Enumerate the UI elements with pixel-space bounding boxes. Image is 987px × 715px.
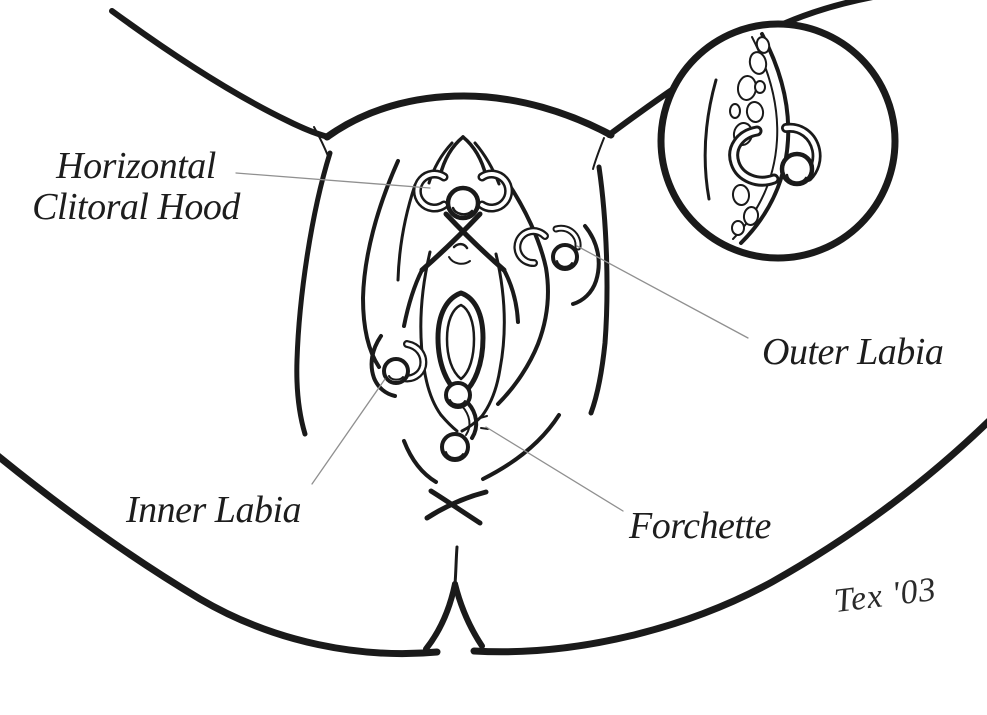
forchette-barbell-piercing — [440, 381, 489, 462]
top-bead-shading — [449, 399, 466, 406]
bead-shading — [388, 375, 404, 381]
label-horizontal-clitoral-hood: Horizontal Clitoral Hood — [14, 146, 258, 228]
strap-left-tail — [402, 268, 424, 328]
inset-circle — [657, 20, 899, 262]
label-line-2: Clitoral Hood — [32, 186, 240, 228]
vulva-drawing — [294, 135, 610, 526]
left-mound-contour — [294, 150, 333, 437]
inset-ring-bead — [779, 151, 815, 187]
right-buttock-curve — [470, 418, 987, 656]
barbell-top-bead — [444, 381, 472, 409]
leader-outer-labia — [576, 245, 749, 339]
leader-inner-labia — [311, 378, 386, 485]
anus-cross-mark-2 — [428, 488, 483, 526]
left-buttock-curve — [0, 453, 441, 658]
barbell-tick-marks — [479, 415, 489, 430]
left-thigh-crease — [313, 126, 329, 157]
ring-bead — [551, 243, 579, 271]
urethra-mark — [452, 242, 469, 250]
barbell-bottom-bead — [440, 432, 470, 462]
hood-outer-right — [473, 141, 501, 186]
inner-labia-right-converge — [460, 414, 484, 433]
inner-labia-left-converge — [439, 413, 459, 433]
inset-ring-arc-highlight — [731, 128, 777, 184]
ring-arc-highlight — [401, 342, 426, 381]
gluteal-cleft-stem — [453, 545, 459, 586]
right-mound-contour — [588, 164, 610, 416]
ring-right-arc-highlight — [480, 172, 511, 210]
inset-ring-piercing — [728, 122, 822, 187]
urethra-arc — [448, 256, 471, 265]
label-outer-labia: Outer Labia — [762, 331, 944, 373]
hood-outer-left — [427, 141, 454, 185]
hood-strap-right — [443, 211, 507, 273]
labia-fold-arc — [369, 334, 397, 398]
left-outer-labia-edge — [361, 159, 400, 369]
bottom-bead-shading — [445, 451, 464, 459]
label-inner-labia: Inner Labia — [126, 489, 302, 531]
inner-labia-right-squiggle — [480, 252, 506, 418]
right-outer-labia-edge — [496, 178, 550, 406]
left-fold-line — [396, 183, 417, 282]
hood-strap-left — [419, 211, 483, 273]
leader-forchette — [485, 426, 624, 512]
ring-back-arc-highlight — [554, 226, 580, 249]
label-line-1: Horizontal — [56, 145, 216, 187]
gluteal-cleft-left — [423, 581, 458, 652]
perineum-crease-right — [481, 413, 561, 481]
leader-lines — [235, 172, 749, 512]
outer-labia-ring-piercing — [513, 224, 601, 306]
ring-arc-highlight — [515, 229, 547, 265]
tissue-inner-arc — [703, 78, 718, 201]
gluteal-cleft-right — [452, 581, 485, 649]
magnified-detail-inset — [657, 20, 899, 262]
leader-clitoral-hood — [235, 172, 431, 189]
body-outline — [0, 0, 987, 658]
inset-bead-shading — [785, 173, 808, 184]
barbell-bar-outer — [466, 401, 479, 440]
labia-fold-arc — [571, 224, 601, 306]
left-thigh-line — [109, 8, 331, 140]
right-thigh-crease — [592, 137, 605, 170]
strap-right-tail — [502, 268, 520, 324]
clitoral-hood-ring-piercing — [402, 169, 520, 328]
ring-left-arc-highlight — [415, 172, 446, 210]
perineum-crease-left — [402, 439, 438, 484]
bead-shading — [556, 260, 573, 268]
mons-top-curve — [323, 92, 615, 141]
tissue-edge-outer — [739, 32, 791, 245]
barbell-bar-inner — [461, 405, 471, 436]
bead-shading — [451, 206, 474, 216]
inner-labia-ring-piercing — [369, 334, 428, 398]
vaginal-opening-inner — [445, 303, 476, 381]
label-forchette: Forchette — [629, 505, 771, 547]
